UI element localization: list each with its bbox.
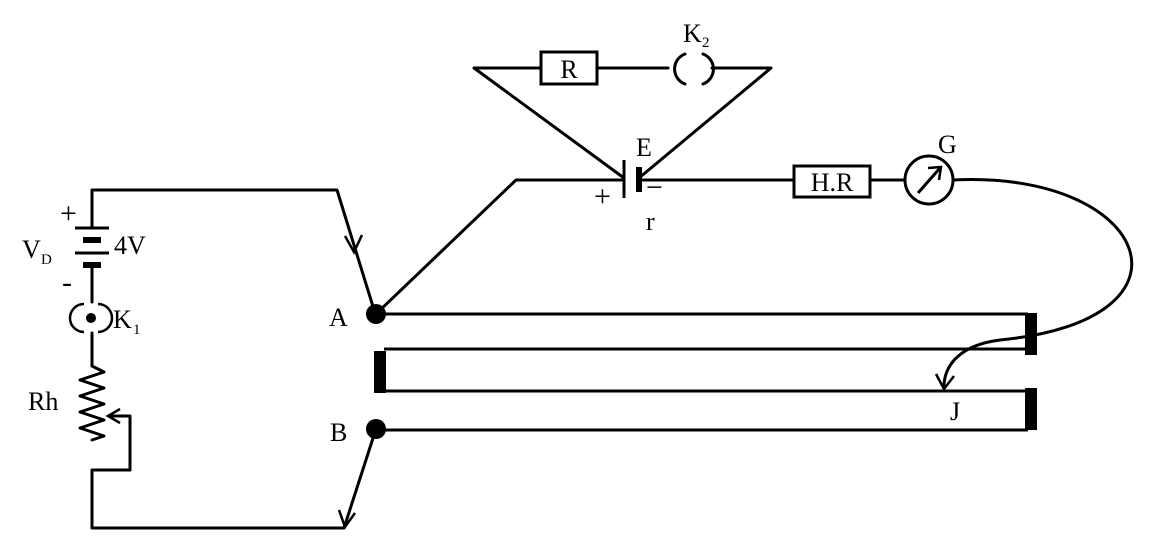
rheostat-coil [78, 364, 106, 442]
label-cell-minus: − [646, 171, 663, 204]
label-driver-minus: - [62, 266, 72, 299]
label-point-a: A [329, 303, 348, 332]
label-cell-plus: + [594, 180, 611, 213]
label-driver-plus: + [60, 197, 77, 230]
wire-rheostat-to-b [90, 430, 377, 530]
wire-g-to-jockey [942, 178, 1133, 387]
potentiometer-wire [374, 312, 1037, 432]
label-jockey-j: J [950, 397, 960, 426]
label-driver-v: V [22, 235, 41, 264]
label-driver-emf: 4V [114, 231, 146, 260]
secondary-circuit [374, 50, 1133, 392]
key-k1 [68, 302, 114, 334]
label-point-b: B [330, 418, 347, 447]
wire-shunt-left [472, 66, 626, 180]
wire-shunt-right [637, 66, 773, 180]
label-key-k2: K [683, 19, 702, 48]
primary-circuit [68, 188, 377, 530]
label-rheostat: Rh [28, 387, 58, 416]
wire-battery-to-a [90, 188, 377, 315]
label-cell-internal-r: r [646, 207, 655, 236]
label-cell-e: E [636, 133, 652, 162]
label-key-k1: K [113, 305, 132, 334]
label-driver-v-sub: D [41, 252, 52, 268]
rheostat-slider [110, 414, 132, 472]
label-galvanometer: G [938, 130, 957, 159]
rheostat-slider-head [105, 407, 121, 425]
label-key-k1-sub: 1 [133, 322, 141, 338]
current-arrow-bottom [337, 509, 357, 530]
galvanometer [903, 154, 955, 206]
label-key-k2-sub: 2 [702, 35, 710, 51]
terminal-b-dot [366, 419, 386, 439]
label-resistor-r: R [560, 55, 578, 84]
key-k2 [673, 52, 715, 86]
current-arrow-down [343, 234, 364, 255]
wire-a-to-cell [374, 178, 624, 316]
jockey-arrow [934, 373, 955, 392]
driver-battery [75, 226, 109, 268]
cell-e [622, 160, 642, 198]
label-high-resistance: H.R [811, 168, 854, 197]
